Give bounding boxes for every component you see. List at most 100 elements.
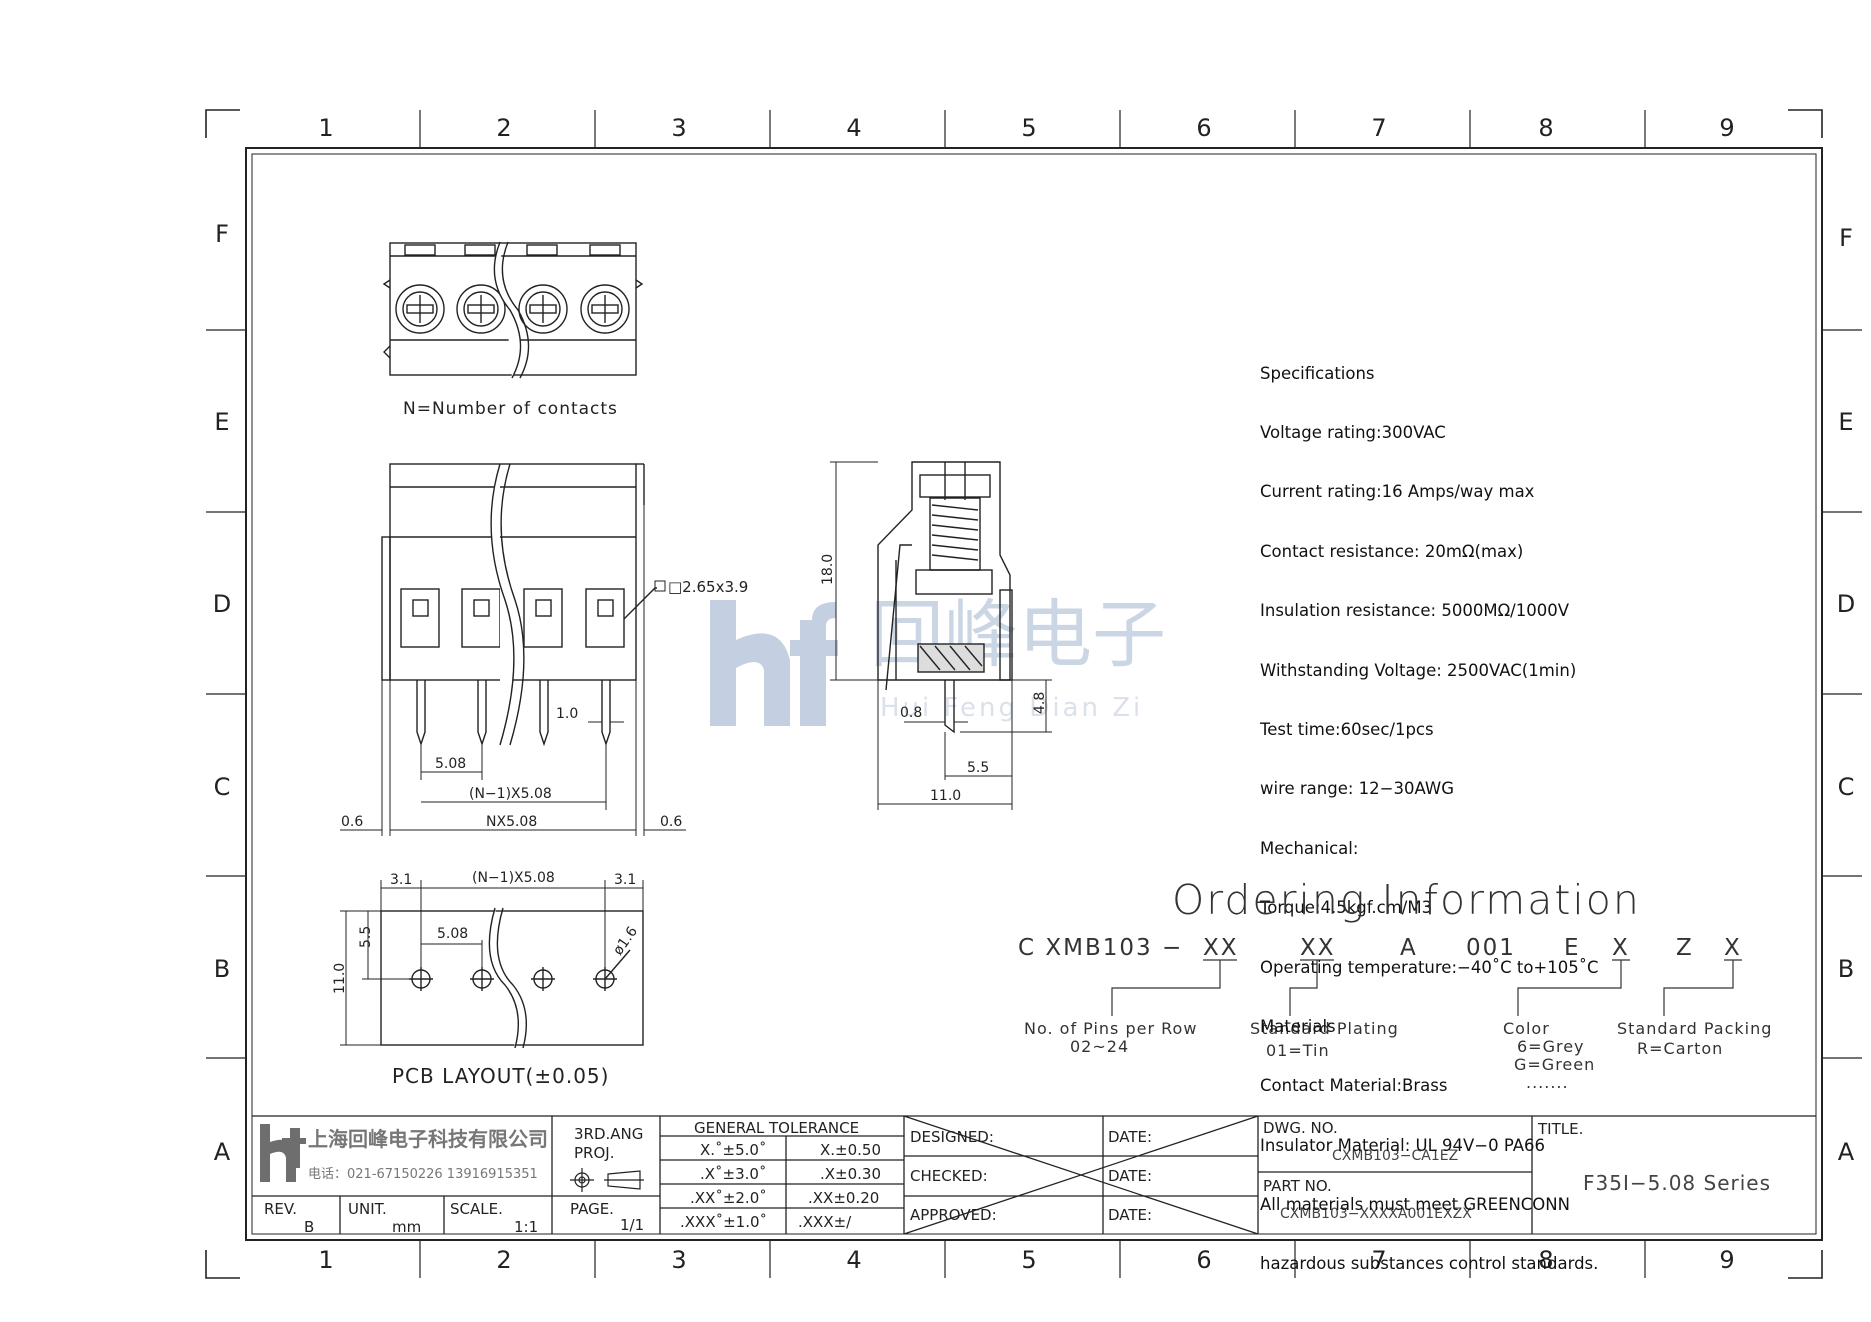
ordering-title: Ordering Information <box>1172 876 1641 924</box>
code-e: E <box>1564 935 1581 961</box>
spec-line: All materials must meet GREENCONN <box>1260 1195 1570 1215</box>
wire-window <box>400 588 440 648</box>
pin <box>539 680 549 747</box>
code-packing: X <box>1724 935 1742 961</box>
row-label-right: F <box>1839 224 1853 252</box>
col-label-top: 6 <box>1196 114 1211 142</box>
col-label-top: 4 <box>846 114 861 142</box>
right-offset-label: 0.6 <box>660 814 682 830</box>
projection-label: 3RD.ANG <box>574 1125 643 1143</box>
row-label-right: E <box>1838 408 1853 436</box>
col-label-top: 5 <box>1021 114 1036 142</box>
row-labels: F E D C B A F E D C B A <box>213 220 1855 1166</box>
scale-value: 1:1 <box>514 1218 538 1236</box>
approved-label: APPROVED: <box>910 1206 997 1224</box>
spec-line: Contact Material:Brass <box>1260 1076 1448 1096</box>
pcb-hole <box>409 967 433 991</box>
corner-marks <box>205 109 1823 1279</box>
col-label-bottom: 1 <box>318 1246 333 1274</box>
wire-window <box>585 588 625 648</box>
row-label-left: A <box>214 1138 231 1166</box>
checked-date-label: DATE: <box>1108 1167 1152 1185</box>
dwg-no-value: CXMB103−CA1EZ <box>1332 1148 1458 1164</box>
col-label-bottom: 2 <box>496 1246 511 1274</box>
color-value: ....... <box>1526 1073 1569 1092</box>
designed-label: DESIGNED: <box>910 1128 994 1146</box>
pin-width-label: 1.0 <box>556 706 578 722</box>
code-prefix: C XMB103 − <box>1018 935 1183 961</box>
col-label-bottom: 9 <box>1719 1246 1734 1274</box>
col-label-top: 9 <box>1719 114 1734 142</box>
col-label-top: 7 <box>1371 114 1386 142</box>
col-label-bottom: 3 <box>671 1246 686 1274</box>
spec-line: Insulation resistance: 5000MΩ/1000V <box>1260 601 1570 621</box>
row-label-left: D <box>213 590 231 618</box>
col-label-bottom: 6 <box>1196 1246 1211 1274</box>
spec-line: Torque:4.5kgf.cm/M3 <box>1260 898 1433 918</box>
col-label-top: 3 <box>671 114 686 142</box>
code-pins: XX <box>1203 935 1239 961</box>
code-a: A <box>1400 935 1418 961</box>
row-label-left: F <box>215 220 229 248</box>
row-offset-label: 5.5 <box>358 926 374 948</box>
side-pin <box>944 680 955 734</box>
projection-sub: PROJ. <box>574 1144 614 1162</box>
pins-label: No. of Pins per Row <box>1024 1019 1197 1038</box>
wire-window <box>523 588 563 648</box>
dwg-part-cells: DWG. NO. CXMB103−CA1EZ PART NO. CXMB103−… <box>1263 1119 1472 1222</box>
depth-label: 11.0 <box>930 788 961 804</box>
unit-value: mm <box>392 1218 421 1236</box>
specifications: Specifications Voltage rating:300VAC Cur… <box>1260 324 1599 1294</box>
packing-value: R=Carton <box>1637 1039 1723 1058</box>
top-view-caption: N=Number of contacts <box>403 399 618 419</box>
tolerance-angle: .X˚±3.0˚ <box>700 1165 766 1183</box>
company-name-cn: 上海回峰电子科技有限公司 <box>308 1127 548 1151</box>
screw-thread <box>929 497 981 571</box>
page-value: 1/1 <box>620 1216 644 1234</box>
front-view-dims <box>340 505 686 836</box>
watermark-logo-icon <box>710 600 838 726</box>
side-view <box>877 461 1013 734</box>
title-cell: TITLE. F35I−5.08 Series <box>1537 1120 1770 1195</box>
pin-thickness-label: 0.8 <box>900 705 922 721</box>
code-z: Z <box>1676 935 1694 961</box>
tolerance-angle: X.˚±5.0˚ <box>700 1141 766 1159</box>
company-info: 上海回峰电子科技有限公司 电话：021-67150226 13916915351 <box>308 1127 548 1182</box>
spec-line: Test time:60sec/1pcs <box>1260 719 1434 739</box>
side-view-dims <box>830 461 1052 810</box>
part-no-label: PART NO. <box>1263 1177 1332 1195</box>
row-label-left: C <box>214 773 231 801</box>
ordering-leaders <box>1111 959 1742 1016</box>
company-phone: 电话：021-67150226 13916915351 <box>308 1167 538 1182</box>
tolerance-angle: .XX˚±2.0˚ <box>690 1189 767 1207</box>
screw-terminal <box>580 284 630 334</box>
column-ticks <box>206 110 1862 1278</box>
wire-window <box>461 588 501 648</box>
pin <box>601 680 611 747</box>
pin-offset-label: 5.5 <box>967 760 989 776</box>
unit-label: UNIT. <box>348 1200 387 1218</box>
hole-dia-label: ø1.6 <box>610 924 641 959</box>
part-no-value: CXMB103−XXXXA001EXZX <box>1280 1206 1472 1222</box>
ordering-code: C XMB103 − XX XX A 001 E X Z X <box>1018 935 1742 961</box>
pcb-pitch-label: 5.08 <box>437 926 468 942</box>
title-block-grid <box>252 1115 1816 1235</box>
pcb-layout <box>380 907 644 1049</box>
code-001: 001 <box>1466 935 1516 961</box>
spec-line: Insulator Material: UL 94V−0 PA66 <box>1260 1135 1546 1155</box>
span-label: (N−1)X5.08 <box>469 786 552 802</box>
rev-unit-scale-page: REV. B UNIT. mm SCALE. 1:1 PAGE. 1/1 <box>264 1200 644 1236</box>
color-value: G=Green <box>1514 1055 1595 1074</box>
spec-line: Materials <box>1260 1016 1336 1036</box>
rev-value: B <box>304 1218 314 1236</box>
spec-line: Voltage rating:300VAC <box>1260 422 1446 442</box>
spec-line: Mechanical: <box>1260 838 1359 858</box>
spec-line: Withstanding Voltage: 2500VAC(1min) <box>1260 660 1577 680</box>
title-label: TITLE. <box>1537 1120 1583 1138</box>
row-label-left: E <box>214 408 229 436</box>
row-label-right: B <box>1838 955 1854 983</box>
row-label-left: B <box>214 955 230 983</box>
approved-date-label: DATE: <box>1108 1206 1152 1224</box>
projection-cell: 3RD.ANG PROJ. <box>570 1125 644 1192</box>
plating-value: 01=Tin <box>1266 1041 1330 1060</box>
